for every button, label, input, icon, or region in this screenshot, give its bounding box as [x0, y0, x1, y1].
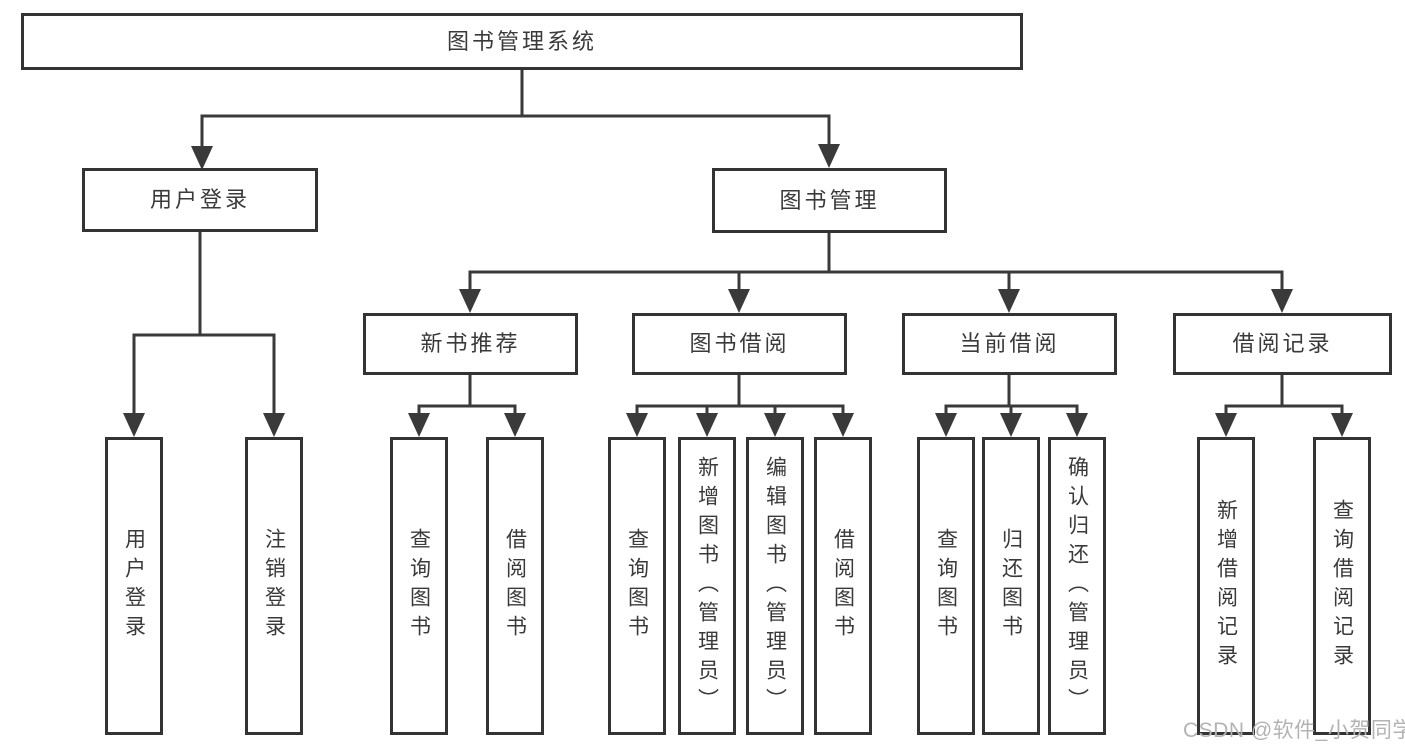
- leaf-add-book-admin-label: 新增图书（管理员）: [695, 455, 719, 717]
- node-borrow-records: 借阅记录: [1173, 313, 1392, 375]
- leaf-borrow-books-borrow-label: 借阅图书: [831, 528, 855, 644]
- leaf-confirm-return-admin-label: 确认归还（管理员）: [1065, 455, 1089, 717]
- leaf-borrow-books-borrow: 借阅图书: [814, 437, 872, 735]
- leaf-edit-book-admin: 编辑图书（管理员）: [746, 437, 804, 735]
- node-book-management-label: 图书管理: [779, 187, 880, 213]
- leaf-query-books-borrow-label: 查询图书: [625, 528, 649, 644]
- node-user-login: 用户登录: [82, 168, 318, 232]
- leaf-confirm-return-admin: 确认归还（管理员）: [1048, 437, 1106, 735]
- leaf-user-login: 用户登录: [105, 437, 163, 735]
- node-new-book-recommend: 新书推荐: [363, 313, 578, 375]
- csdn-watermark: CSDN @软件_小贺同学: [1183, 719, 1405, 742]
- node-current-borrow: 当前借阅: [902, 313, 1117, 375]
- leaf-query-books-borrow: 查询图书: [608, 437, 666, 735]
- node-user-login-label: 用户登录: [149, 187, 250, 212]
- leaf-edit-book-admin-label: 编辑图书（管理员）: [763, 455, 787, 717]
- node-new-book-recommend-label: 新书推荐: [420, 331, 521, 356]
- node-book-borrow: 图书借阅: [632, 313, 847, 375]
- leaf-query-books-current: 查询图书: [917, 437, 975, 735]
- leaf-query-books-current-label: 查询图书: [934, 528, 958, 644]
- leaf-user-login-label: 用户登录: [122, 528, 146, 644]
- leaf-query-borrow-record-label: 查询借阅记录: [1330, 499, 1354, 673]
- leaf-add-borrow-record: 新增借阅记录: [1197, 437, 1255, 735]
- node-book-management: 图书管理: [712, 168, 947, 233]
- node-root-system: 图书管理系统: [21, 13, 1023, 70]
- leaf-query-borrow-record: 查询借阅记录: [1313, 437, 1371, 735]
- leaf-logout: 注销登录: [245, 437, 303, 735]
- node-book-borrow-label: 图书借阅: [689, 331, 790, 356]
- node-borrow-records-label: 借阅记录: [1232, 331, 1333, 356]
- leaf-logout-label: 注销登录: [262, 528, 286, 644]
- leaf-query-books-newbook: 查询图书: [390, 437, 448, 735]
- leaf-add-borrow-record-label: 新增借阅记录: [1214, 499, 1238, 673]
- leaf-return-books: 归还图书: [982, 437, 1040, 735]
- leaf-add-book-admin: 新增图书（管理员）: [678, 437, 736, 735]
- leaf-return-books-label: 归还图书: [999, 528, 1023, 644]
- node-root-label: 图书管理系统: [446, 28, 597, 54]
- node-current-borrow-label: 当前借阅: [959, 331, 1060, 356]
- leaf-borrow-books-newbook: 借阅图书: [486, 437, 544, 735]
- leaf-borrow-books-newbook-label: 借阅图书: [503, 528, 527, 644]
- leaf-query-books-newbook-label: 查询图书: [407, 528, 431, 644]
